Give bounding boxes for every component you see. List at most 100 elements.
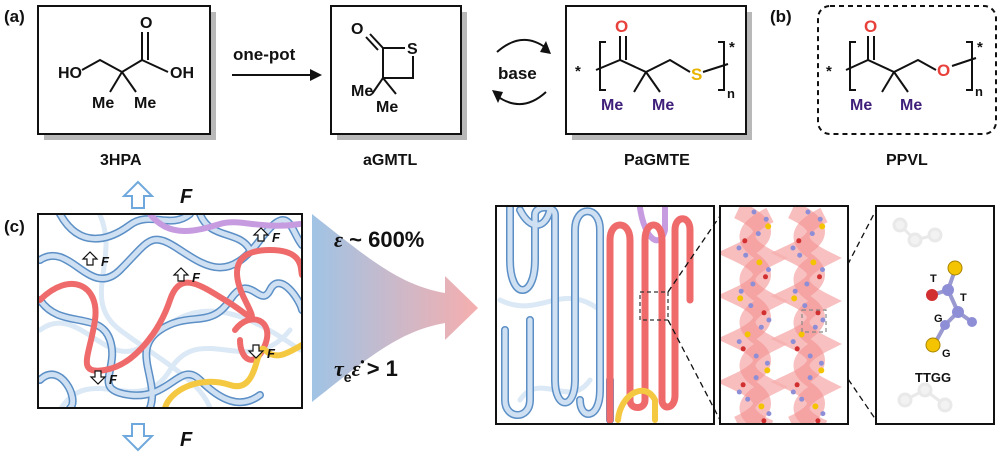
atom-me: Me — [601, 97, 623, 114]
helix-atom — [764, 360, 770, 366]
one-pot-label: one-pot — [233, 45, 296, 64]
local-force-label: F — [272, 230, 281, 245]
name-3hpa: 3HPA — [100, 152, 142, 169]
repeat-n: n — [727, 86, 735, 101]
helix-atom — [819, 223, 826, 230]
local-force-label: F — [192, 270, 201, 285]
structure-ppvl: * * O O n Me Me — [817, 5, 997, 135]
helix-atom — [761, 418, 767, 423]
reaction-arrow — [232, 69, 322, 81]
atom-o: O — [615, 17, 628, 36]
force-label: F — [180, 429, 193, 451]
helix-ribbon — [721, 207, 788, 423]
helix-atom — [805, 209, 811, 215]
helix-atom — [790, 389, 796, 395]
helix-atom — [736, 339, 742, 345]
conformation-label: TTGG — [915, 370, 951, 385]
condition-label: τeε̇ > 1 — [334, 356, 398, 385]
torsion-t: T — [960, 292, 967, 304]
force-arrow-up — [121, 180, 155, 209]
helix-atom — [742, 238, 748, 244]
helix-atom — [756, 259, 763, 266]
helix-atom — [766, 317, 772, 323]
atom-me: Me — [900, 97, 922, 114]
helix-atom — [798, 331, 805, 338]
helix-atom — [766, 411, 772, 417]
helix-atom — [807, 375, 813, 381]
local-force-label: F — [109, 372, 118, 387]
helix-atom — [794, 382, 800, 388]
helix-atom — [751, 209, 757, 215]
atom-me: Me — [850, 97, 872, 114]
deformation-arrow — [312, 214, 478, 402]
tau-symbol: τ — [334, 356, 345, 381]
equilibrium-arrows — [492, 39, 551, 105]
helix-atom — [790, 339, 796, 345]
tau-subscript: e — [344, 369, 352, 385]
structure-agmtl: O S Me Me — [330, 5, 467, 140]
helix-atom — [737, 295, 744, 302]
helix-atom — [809, 231, 815, 237]
helix-atom — [750, 281, 756, 287]
helix-atom — [764, 367, 771, 374]
structure-3hpa: HO O OH Me Me — [37, 5, 216, 140]
helix-atom — [815, 418, 821, 423]
helix-atom — [763, 274, 768, 280]
helix-atom — [817, 274, 822, 280]
torsion-g: G — [934, 313, 943, 325]
helix-atom — [753, 375, 759, 381]
helix-atom — [792, 288, 798, 294]
helix-atom — [758, 324, 764, 330]
panel-label-a: (a) — [4, 7, 25, 26]
atom-o: O — [937, 61, 950, 80]
chain-end-star: * — [826, 63, 832, 80]
helix-atom — [744, 331, 751, 338]
force-arrow-down — [121, 423, 155, 452]
helix-atom — [766, 267, 771, 273]
helix-atom — [799, 396, 805, 402]
helix-atom — [748, 303, 754, 309]
atom-o: O — [140, 15, 152, 32]
chain-end-star: * — [729, 39, 735, 56]
helix-atom — [765, 223, 772, 230]
helix-atom — [818, 360, 824, 366]
helix-atom — [736, 389, 742, 395]
atom-o: O — [351, 21, 363, 38]
name-pagmte: PaGMTE — [624, 152, 690, 169]
conformation-panel: T T G G TTGG — [875, 205, 995, 425]
helix-atom — [763, 216, 769, 222]
torsion-g: G — [942, 348, 951, 360]
atom-me: Me — [134, 95, 156, 112]
atom-oh: OH — [170, 65, 194, 82]
helix-atom — [812, 403, 819, 410]
helix-atom — [804, 281, 810, 287]
panel-label-c: (c) — [4, 217, 25, 236]
helix-atom — [817, 216, 823, 222]
helix-atom — [796, 238, 802, 244]
repeat-n: n — [975, 84, 983, 99]
atom-me: Me — [351, 83, 373, 100]
condition-value: > 1 — [361, 356, 398, 381]
atom-me: Me — [376, 99, 398, 116]
helix-atom — [740, 346, 746, 352]
helix-atom — [820, 267, 825, 273]
panel-label-b: (b) — [770, 7, 792, 26]
helix-atom — [812, 324, 818, 330]
atom-s: S — [407, 41, 418, 58]
helix-atom — [818, 367, 825, 374]
helix-atom — [753, 353, 759, 359]
helix-atom — [755, 231, 761, 237]
chain-end-star: * — [977, 39, 983, 56]
strain-value: ~ 600% — [343, 227, 424, 252]
helix-atom — [802, 303, 808, 309]
torsion-t: T — [930, 273, 937, 285]
chain-end-star: * — [575, 63, 581, 80]
helix-atom — [736, 245, 742, 251]
atom-me: Me — [652, 97, 674, 114]
helix-atom — [743, 252, 749, 258]
polymer-network: F F F F F — [37, 213, 303, 409]
helix-atom — [797, 252, 803, 258]
helix-atom — [810, 259, 817, 266]
helix-atom — [791, 295, 798, 302]
